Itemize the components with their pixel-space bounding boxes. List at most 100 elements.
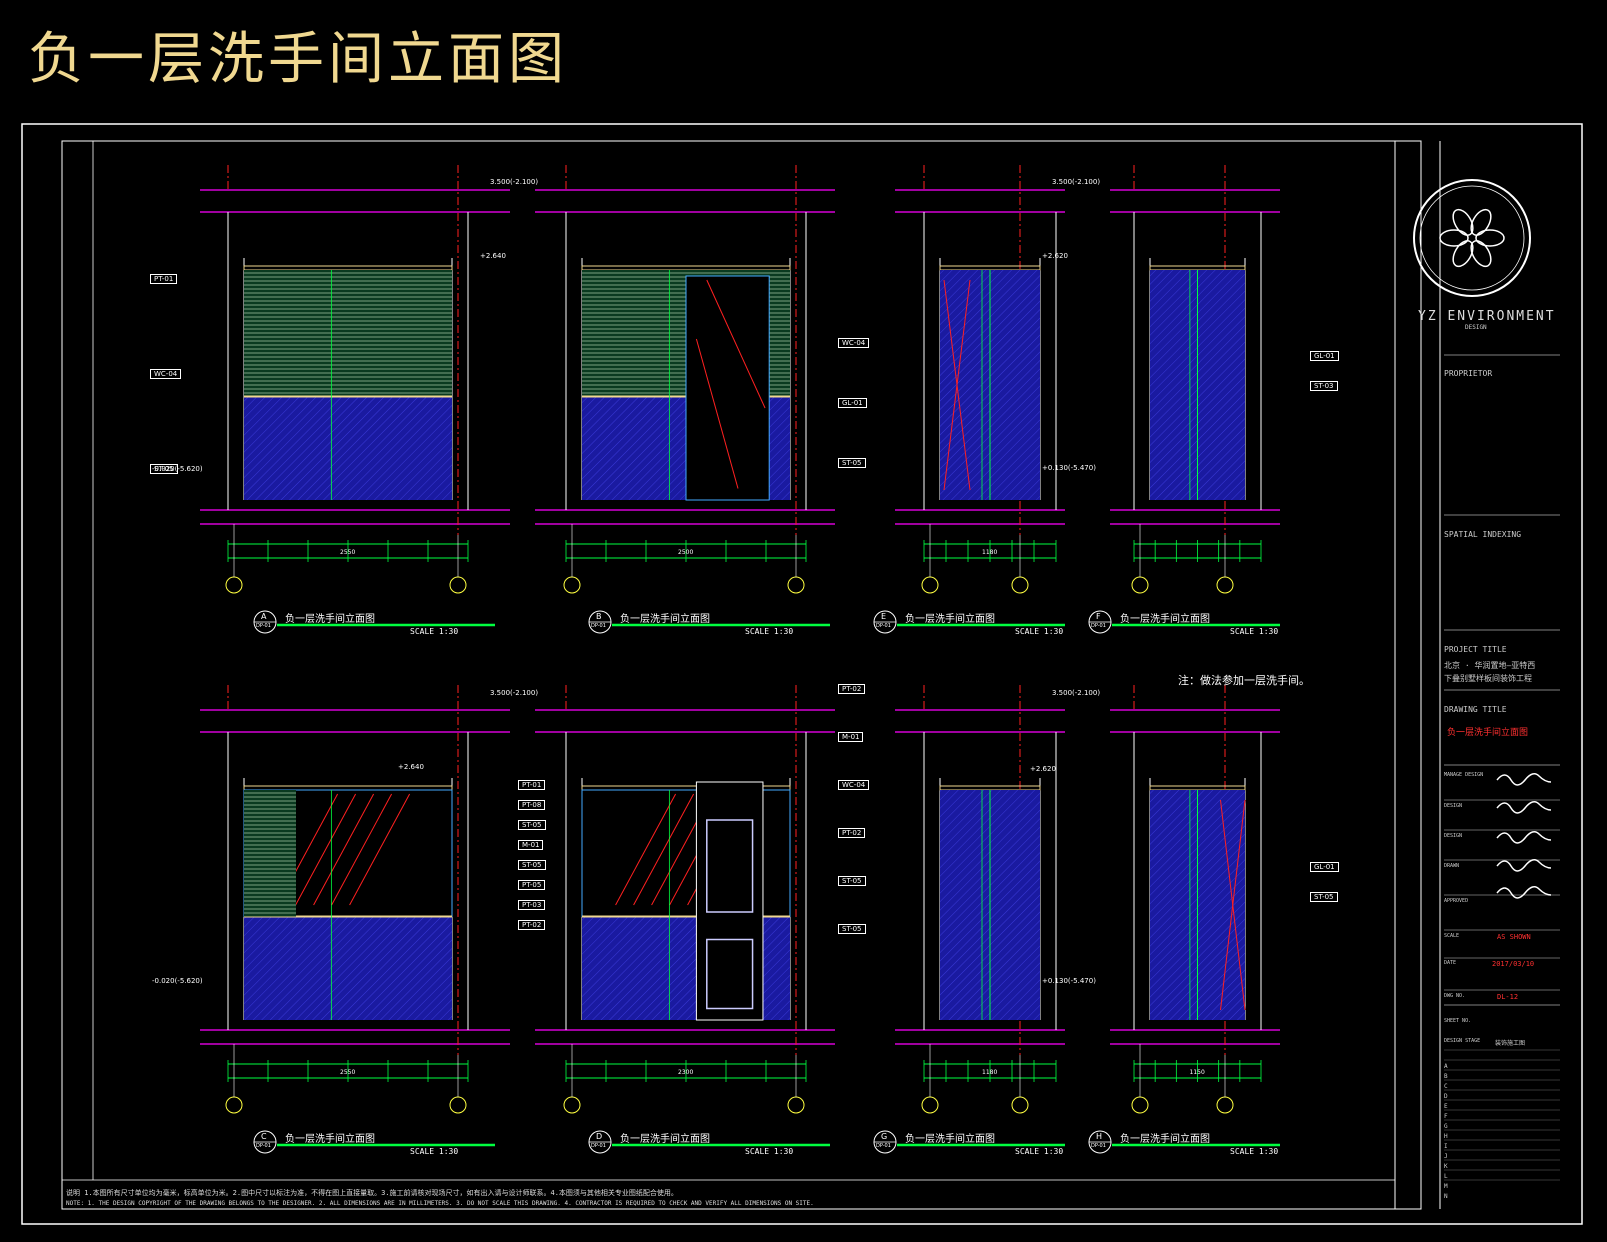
- view-sheet-ref: DP-01: [256, 623, 271, 629]
- view-sheet-ref: DP-01: [1091, 1143, 1106, 1149]
- view-scale: SCALE 1:30: [745, 1147, 794, 1156]
- view-scale: SCALE 1:30: [410, 1147, 459, 1156]
- material-tag: M-01: [838, 732, 864, 742]
- view-scale: SCALE 1:30: [1230, 1147, 1279, 1156]
- general-notes-cn: 说明 1.本图所有尺寸单位均为毫米，标高单位为米。2.图中尺寸以标注为准，不得在…: [66, 1189, 678, 1197]
- level-mark: +2.640: [398, 763, 424, 771]
- manager-label: MANAGE DESIGN: [1444, 772, 1484, 778]
- material-tag: PT-02: [518, 920, 546, 930]
- material-tag: GL-01: [1310, 862, 1339, 872]
- view-sheet-ref: DP-01: [591, 1143, 606, 1149]
- elevation-view-D: [535, 685, 835, 1154]
- view-sheet-ref: DP-01: [256, 1143, 271, 1149]
- material-tag: PT-02: [838, 684, 866, 694]
- dwg-value: DL-12: [1497, 993, 1519, 1001]
- revision-row: I: [1444, 1143, 1448, 1150]
- level-top: 3.500(-2.100): [1052, 178, 1101, 186]
- dimension-total: 2550: [340, 549, 356, 556]
- material-tag: WC-04: [838, 338, 870, 348]
- view-title: 负一层洗手间立面图: [905, 1134, 995, 1145]
- general-notes-en: NOTE: 1. THE DESIGN COPYRIGHT OF THE DRA…: [66, 1200, 814, 1207]
- view-sheet-ref: DP-01: [591, 623, 606, 629]
- material-tag: ST-05: [838, 876, 866, 886]
- level-mark: +2.640: [480, 252, 506, 260]
- drawing-title: 负一层洗手间立面图: [28, 27, 568, 92]
- revision-row: N: [1444, 1193, 1448, 1200]
- elevation-view-B: [535, 165, 835, 634]
- revision-row: A: [1444, 1063, 1448, 1070]
- view-title: 负一层洗手间立面图: [285, 1134, 375, 1145]
- dimension-total: 1150: [1189, 1069, 1205, 1076]
- material-tag: ST-05: [150, 464, 178, 474]
- material-tag: ST-05: [838, 924, 866, 934]
- view-id-H: H: [1096, 1132, 1103, 1141]
- level-mark: +2.620: [1042, 252, 1068, 260]
- level-top: 3.500(-2.100): [490, 689, 539, 697]
- material-tag: PT-08: [518, 800, 546, 810]
- stage-value: 装饰施工图: [1495, 1040, 1526, 1047]
- view-scale: SCALE 1:30: [410, 627, 459, 636]
- view-id-G: G: [881, 1132, 888, 1141]
- material-tag: ST-05: [838, 458, 866, 468]
- view-title: 负一层洗手间立面图: [620, 614, 710, 625]
- revision-row: B: [1444, 1073, 1448, 1080]
- date-value: 2017/03/10: [1492, 960, 1535, 968]
- material-tag: PT-02: [838, 828, 866, 838]
- project-title-label: PROJECT TITLE: [1444, 645, 1507, 654]
- revision-row: H: [1444, 1133, 1448, 1140]
- brand-name: YZ ENVIRONMENT: [1418, 309, 1556, 324]
- view-id-C: C: [261, 1132, 267, 1141]
- revision-row: F: [1444, 1113, 1448, 1120]
- view-scale: SCALE 1:30: [1230, 627, 1279, 636]
- stage-label: DESIGN STAGE: [1444, 1038, 1481, 1044]
- view-id-A: A: [261, 612, 267, 621]
- dimension-total: 2500: [678, 549, 694, 556]
- view-title: 负一层洗手间立面图: [905, 614, 995, 625]
- signature: [1496, 831, 1552, 844]
- drawing-title-value: 负一层洗手间立面图: [1447, 728, 1529, 738]
- signature: [1496, 886, 1552, 899]
- dimension-total: 2550: [340, 1069, 356, 1076]
- view-id-D: D: [596, 1132, 603, 1141]
- view-scale: SCALE 1:30: [1015, 627, 1064, 636]
- view-title: 负一层洗手间立面图: [620, 1134, 710, 1145]
- revision-row: D: [1444, 1093, 1448, 1100]
- design2-label: DESIGN: [1444, 833, 1463, 839]
- dimension-total: 2300: [678, 1069, 694, 1076]
- level-mark: +0.130(-5.470): [1042, 464, 1096, 472]
- level-mark: +2.620: [1030, 765, 1056, 773]
- level-top: 3.500(-2.100): [1052, 689, 1101, 697]
- material-tag: PT-05: [518, 880, 546, 890]
- drawn-label: DRAWN: [1444, 863, 1460, 869]
- view-title: 负一层洗手间立面图: [1120, 614, 1210, 625]
- drawing-title-label: DRAWING TITLE: [1444, 705, 1507, 714]
- material-tag: PT-01: [518, 780, 546, 790]
- material-tag: GL-01: [838, 398, 867, 408]
- reference-note: 注：做法参加一层洗手间。: [1178, 674, 1310, 687]
- revision-row: L: [1444, 1173, 1448, 1180]
- outer-frame: [21, 123, 1583, 1225]
- revision-row: G: [1444, 1123, 1448, 1130]
- design-label: DESIGN: [1444, 803, 1463, 809]
- material-tag: WC-04: [150, 369, 182, 379]
- view-scale: SCALE 1:30: [745, 627, 794, 636]
- view-scale: SCALE 1:30: [1015, 1147, 1064, 1156]
- view-id-E: E: [881, 612, 887, 621]
- elevation-view-G: [873, 685, 1065, 1154]
- revision-row: E: [1444, 1103, 1448, 1110]
- sheet-label: SHEET NO.: [1444, 1018, 1472, 1024]
- level-mark: -0.020(-5.620): [152, 977, 203, 985]
- level-mark: -0.020(-5.620): [152, 465, 203, 473]
- material-tag: ST-03: [1310, 381, 1338, 391]
- date-label: DATE: [1444, 960, 1457, 966]
- material-tag: ST-05: [1310, 892, 1338, 902]
- view-sheet-ref: DP-01: [876, 623, 891, 629]
- elevation-view-H: [1088, 685, 1280, 1154]
- project-title: 北京 · 华润置地—亚特西: [1444, 661, 1536, 670]
- view-title: 负一层洗手间立面图: [1120, 1134, 1210, 1145]
- elevation-view-A: [200, 165, 510, 634]
- signature: [1496, 859, 1552, 872]
- view-id-B: B: [596, 612, 602, 621]
- material-tag: GL-01: [1310, 351, 1339, 361]
